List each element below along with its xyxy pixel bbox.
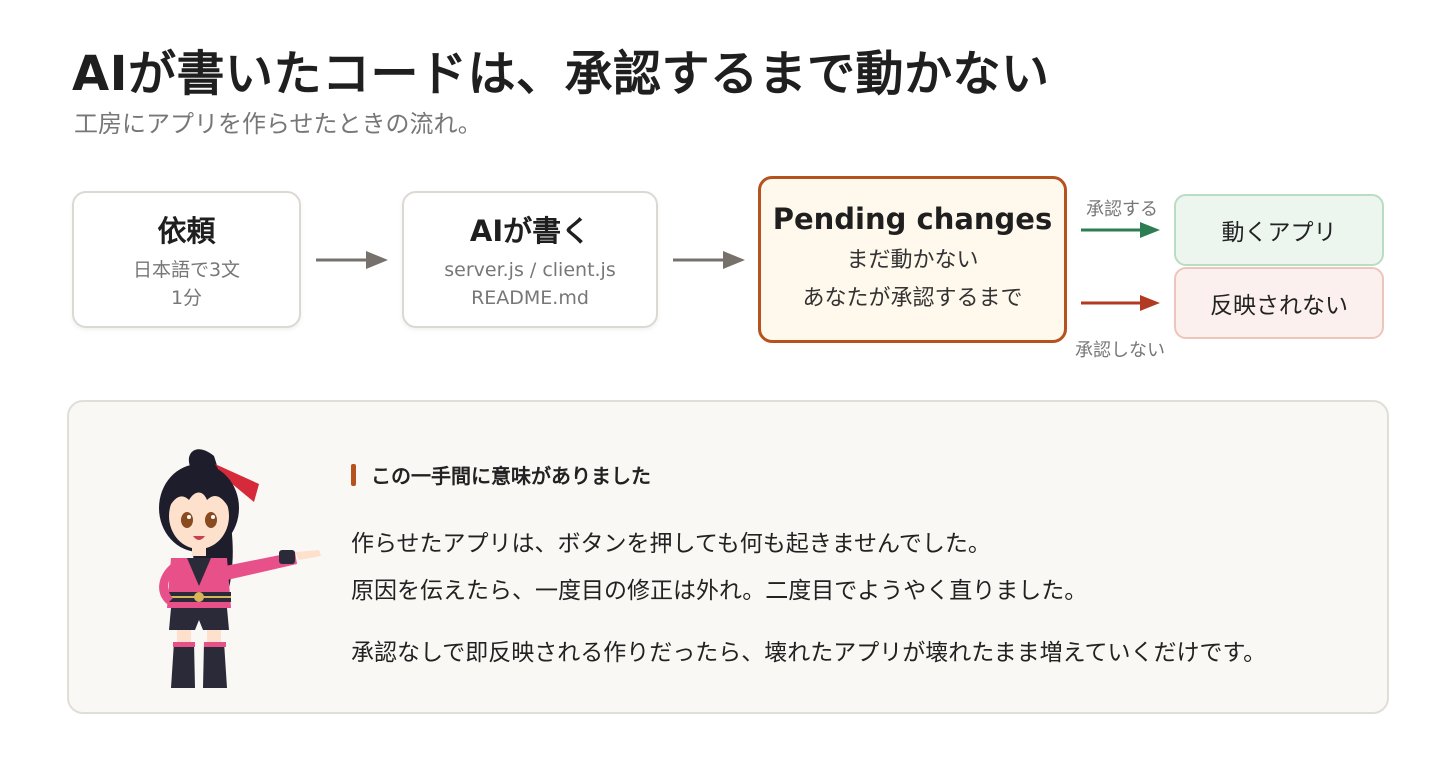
step-pending-line: あなたが承認するまで [802, 285, 1023, 311]
step-request: 依頼 日本語で3文 1分 [72, 191, 301, 328]
arrow-approve [1081, 222, 1160, 238]
note-heading-text: この一手間に意味がありました [371, 464, 651, 488]
step-request-title: 依頼 [157, 213, 216, 248]
step-ai-writes-line: server.js / client.js [444, 258, 616, 281]
step-request-line: 日本語で3文 [132, 258, 241, 281]
note-paragraph: 承認なしで即反映される作りだったら、壊れたアプリが壊れたまま増えていくだけです。 [351, 640, 1267, 666]
arrow-ai-to-pending [673, 251, 745, 269]
approve-label: 承認する [1086, 199, 1158, 220]
arrow-reject [1081, 295, 1160, 311]
step-ai-writes-line: README.md [471, 286, 589, 309]
note-panel: この一手間に意味がありました 作らせたアプリは、ボタンを押しても何も起きませんで… [67, 400, 1389, 714]
reject-label: 承認しない [1075, 340, 1165, 361]
step-pending-title: Pending changes [772, 201, 1053, 236]
page-title: AIが書いたコードは、承認するまで動かない [72, 46, 1050, 102]
step-pending-changes: Pending changes まだ動かない あなたが承認するまで [758, 176, 1067, 343]
step-pending-line: まだ動かない [846, 247, 979, 273]
accent-bar [351, 464, 356, 486]
page-subtitle: 工房にアプリを作らせたときの流れ。 [74, 110, 482, 138]
step-ai-writes-title: AIが書く [469, 213, 591, 248]
note-paragraph: 原因を伝えたら、一度目の修正は外れ。二度目でようやく直りました。 [351, 578, 1088, 604]
result-not-applied: 反映されない [1174, 267, 1384, 339]
ninja-girl-mascot-icon [159, 449, 321, 688]
arrow-request-to-ai [316, 251, 388, 269]
note-paragraph: 作らせたアプリは、ボタンを押しても何も起きませんでした。 [351, 531, 991, 557]
note-heading: この一手間に意味がありました [351, 460, 651, 489]
step-request-line: 1分 [170, 286, 203, 309]
step-ai-writes: AIが書く server.js / client.js README.md [402, 191, 658, 328]
result-working-app: 動くアプリ [1174, 194, 1384, 266]
